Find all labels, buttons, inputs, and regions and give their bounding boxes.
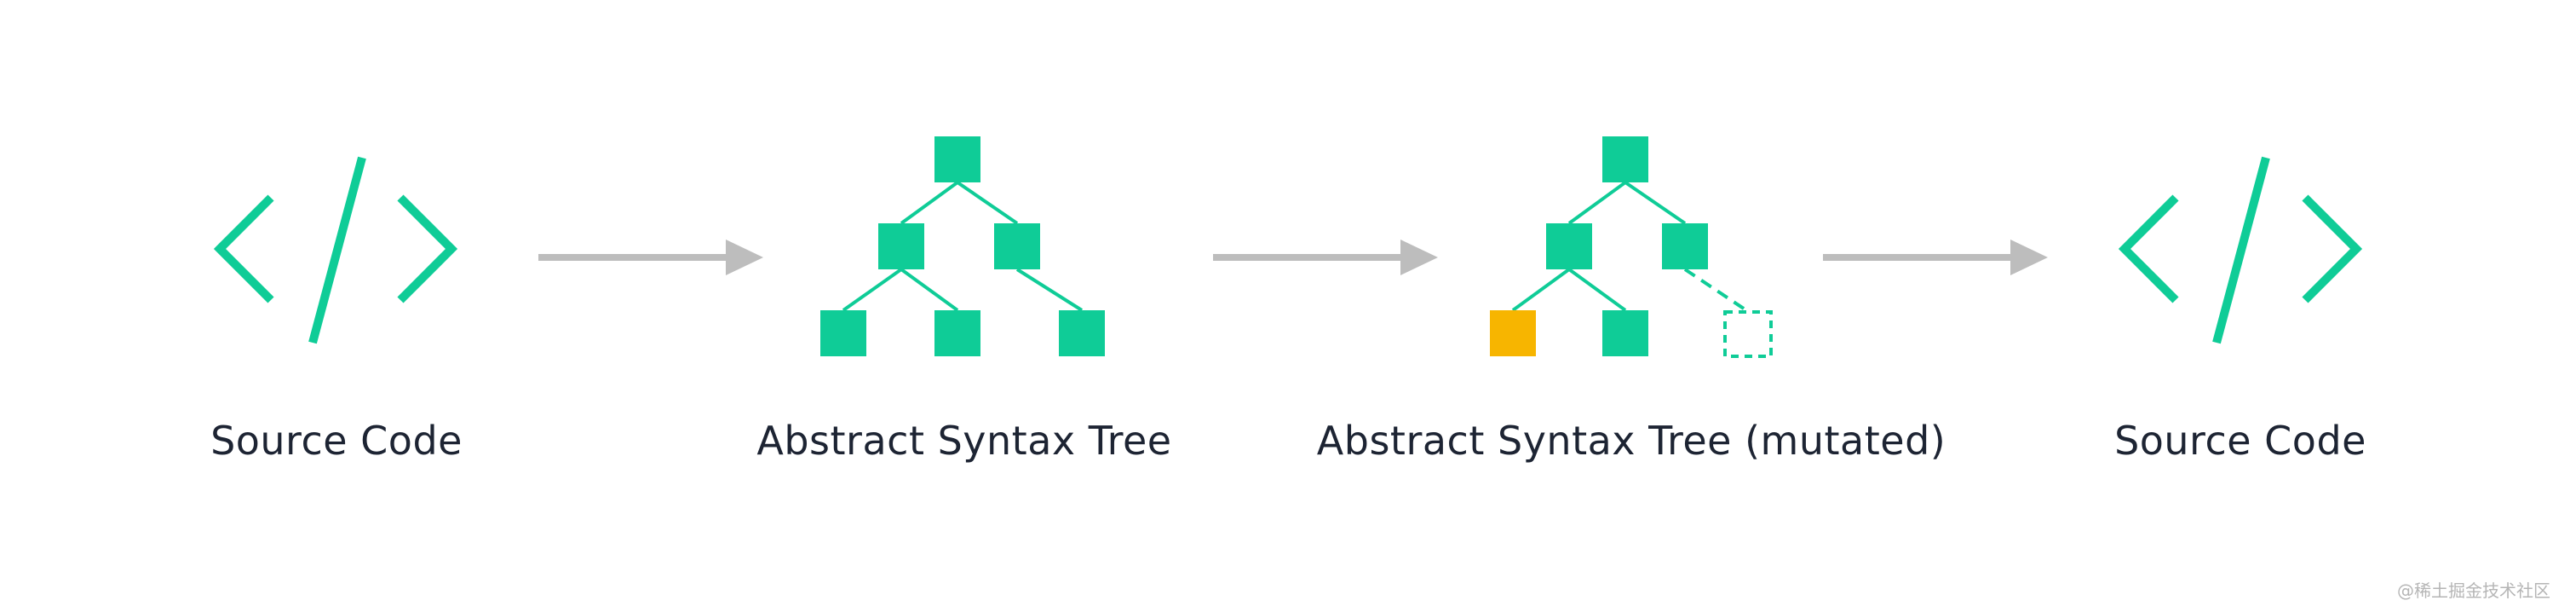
- tree-edge: [1567, 268, 1627, 312]
- tree-node: [878, 223, 924, 269]
- right-angle-bracket: [397, 194, 458, 303]
- tree-node: [1546, 223, 1592, 269]
- watermark: @稀土掘金技术社区: [2397, 580, 2550, 601]
- tree-edge: [1567, 181, 1627, 225]
- arrow-3: [1823, 240, 2048, 275]
- arrow-1: [538, 240, 763, 275]
- tree-edge: [1624, 181, 1687, 225]
- arrow-head: [726, 240, 763, 275]
- right-angle-bracket: [2302, 194, 2363, 303]
- tree-icon: [820, 136, 1105, 356]
- tree-node: [820, 310, 866, 356]
- slash: [2212, 156, 2270, 344]
- tree-edge-dashed: [1683, 268, 1748, 312]
- tree-node: [1602, 310, 1648, 356]
- stage-label-source-code: Source Code: [210, 418, 463, 464]
- slash: [308, 156, 366, 344]
- tree-node-mutated: [1490, 310, 1536, 356]
- tree-edge: [842, 268, 903, 312]
- tree-edge: [900, 268, 959, 312]
- code-brackets-icon: [2118, 156, 2363, 344]
- left-angle-bracket: [2118, 194, 2179, 303]
- stage-label-source-code-output: Source Code: [2114, 418, 2366, 464]
- tree-node-removed: [1723, 310, 1773, 358]
- left-angle-bracket: [213, 194, 274, 303]
- arrow-head: [1400, 240, 1438, 275]
- tree-edge: [956, 181, 1019, 225]
- arrow-2: [1213, 240, 1438, 275]
- mutated-tree-icon: [1490, 136, 1773, 358]
- arrow-head: [2010, 240, 2048, 275]
- tree-node: [934, 310, 980, 356]
- stage-label-ast-mutated: Abstract Syntax Tree (mutated): [1316, 418, 1946, 464]
- tree-edge: [900, 181, 959, 225]
- code-brackets-icon: [213, 156, 458, 344]
- tree-node-root: [1602, 136, 1648, 182]
- tree-edge: [1015, 268, 1084, 312]
- tree-edge: [1511, 268, 1571, 312]
- stage-label-ast: Abstract Syntax Tree: [756, 418, 1172, 464]
- tree-node: [1059, 310, 1105, 356]
- tree-node: [1662, 223, 1708, 269]
- tree-node: [994, 223, 1040, 269]
- tree-node-root: [934, 136, 980, 182]
